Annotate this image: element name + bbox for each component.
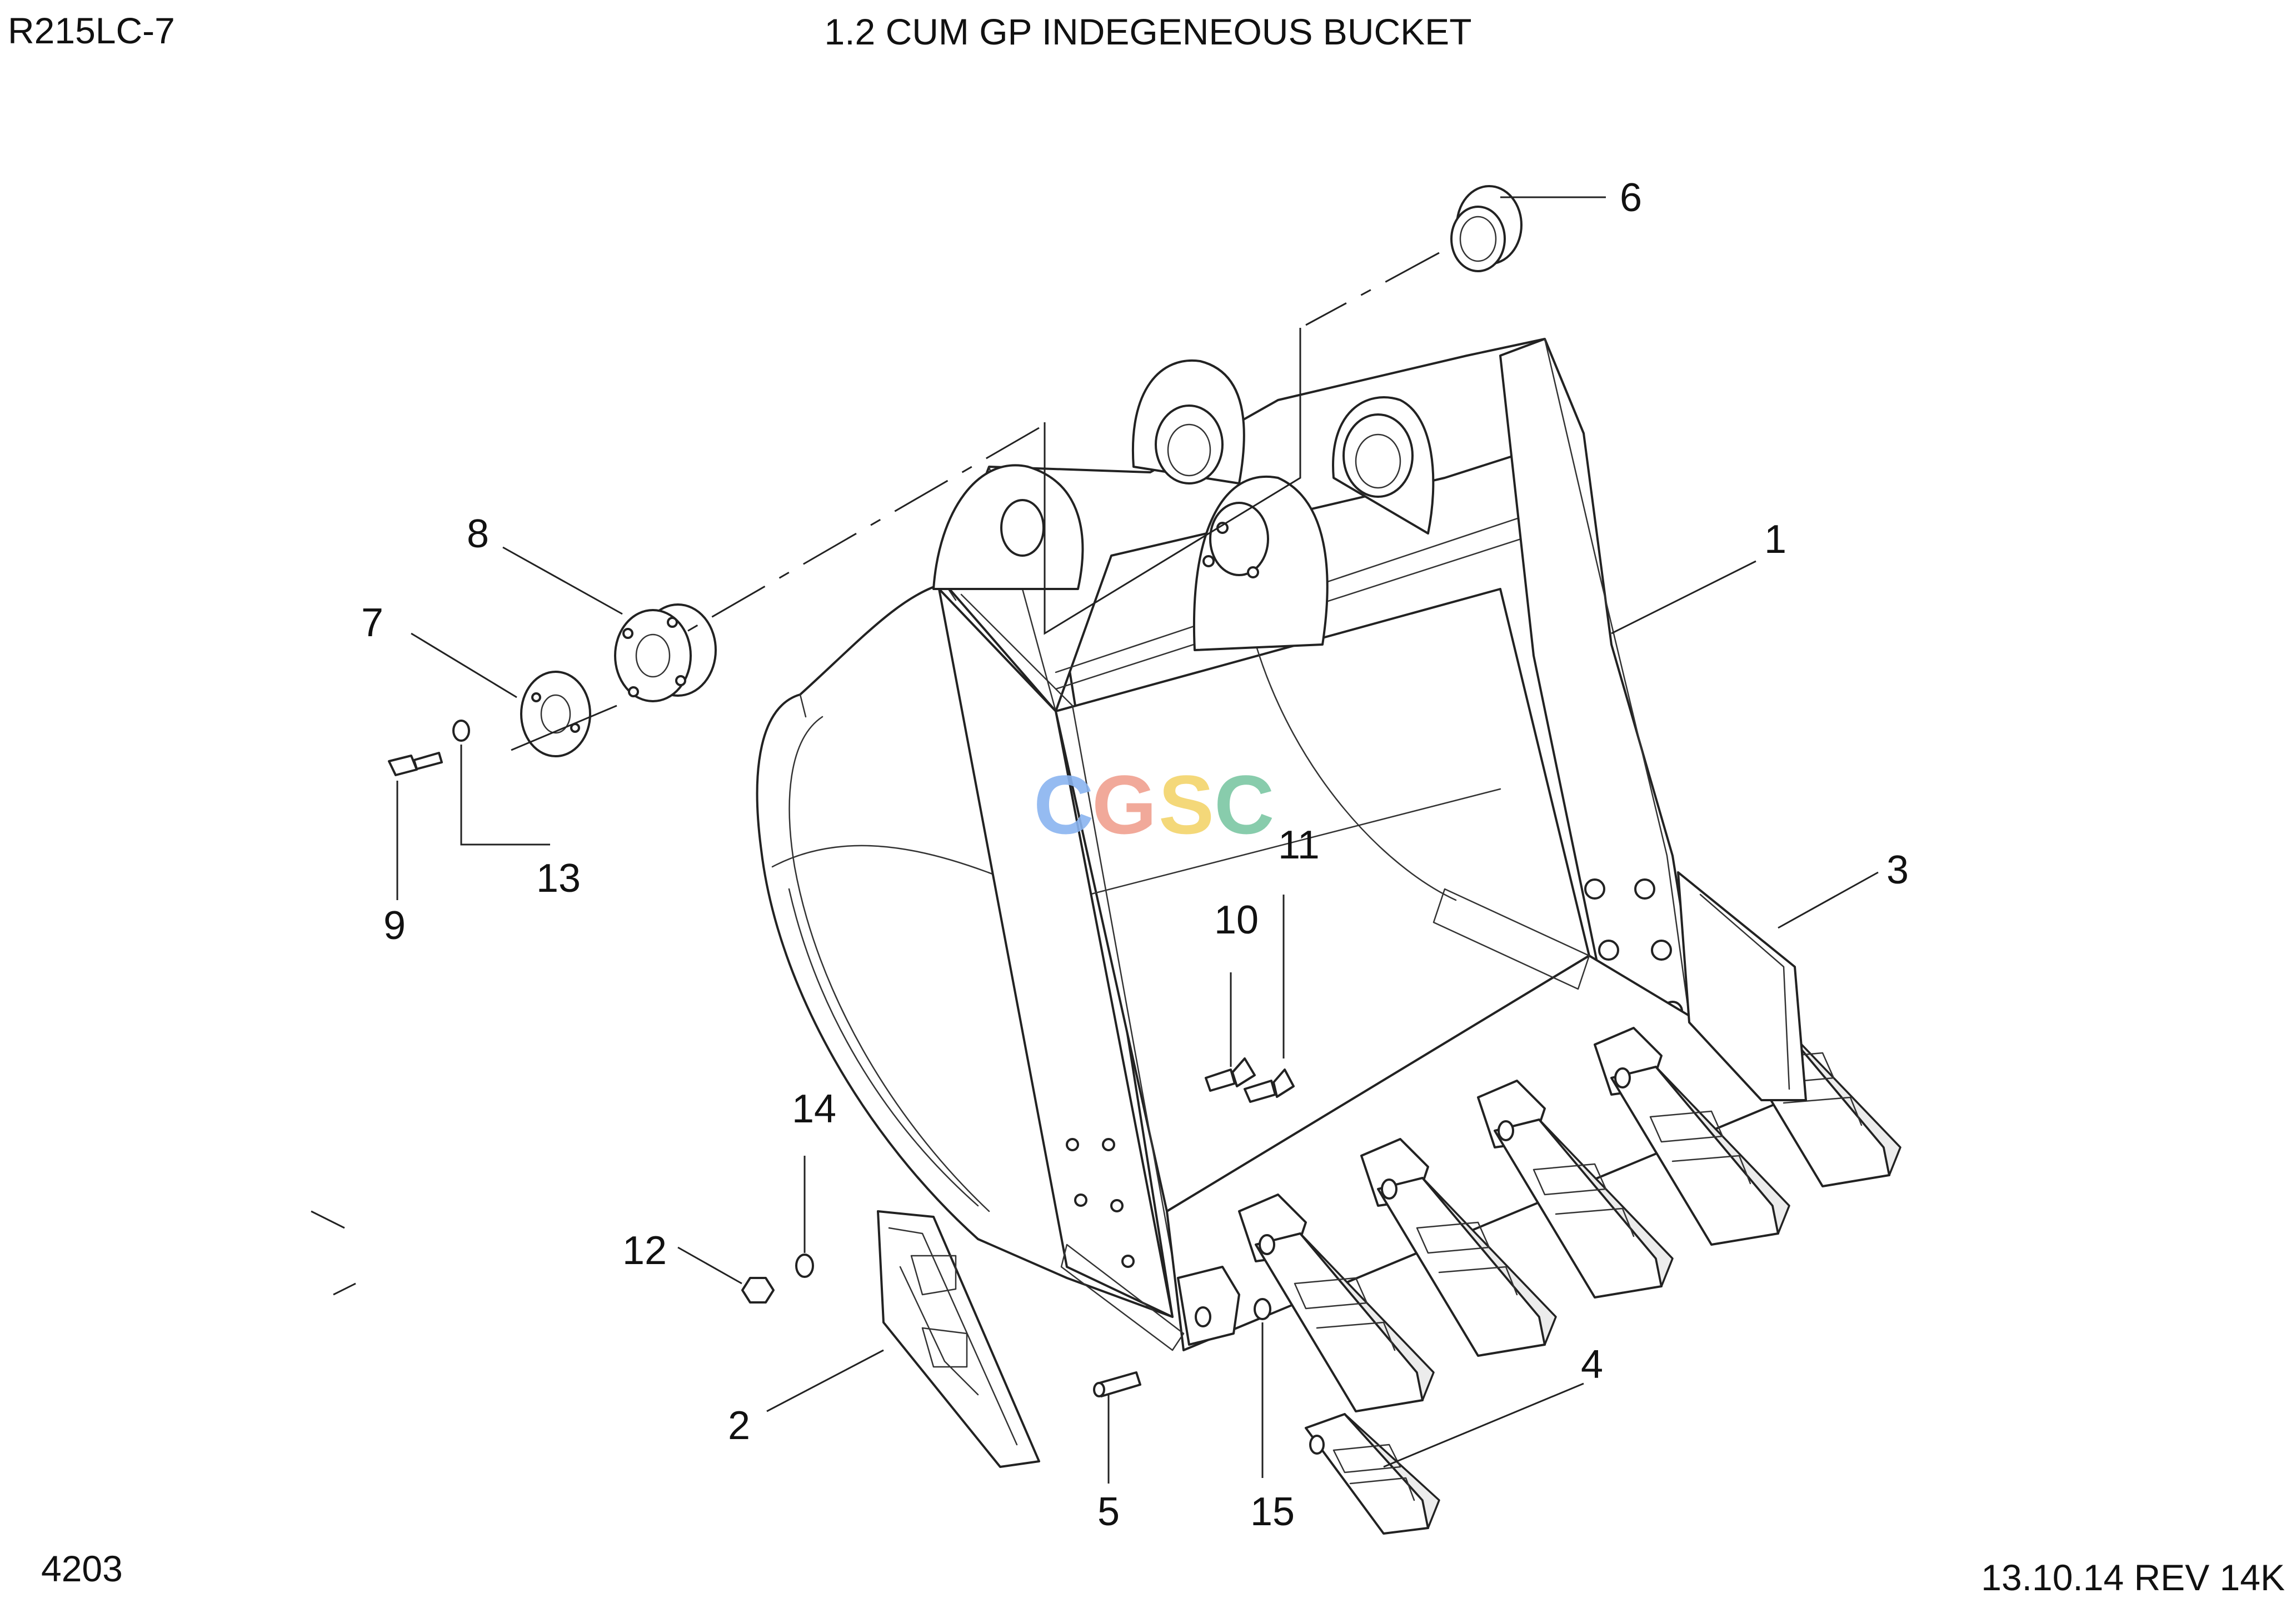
leader-lines [396, 196, 1879, 1484]
tooth-edge-1 [1299, 1232, 1435, 1401]
loose-tooth-part [1305, 1413, 1440, 1535]
callout-1: 1 [1764, 517, 1786, 562]
washer-small-part [795, 1254, 814, 1278]
bolt-small-part [388, 752, 443, 776]
nut-part [741, 1277, 775, 1304]
callout-3: 3 [1886, 848, 1909, 892]
tooth-window-1 [1294, 1277, 1368, 1310]
callout-8: 8 [467, 512, 489, 556]
tooth-edge-2 [1421, 1177, 1557, 1346]
washer-part [520, 671, 591, 757]
side-cutter-right [1677, 871, 1807, 1101]
centerline-bushing [1305, 252, 1440, 326]
tooth-window-4 [1649, 1110, 1724, 1143]
pin-part [1093, 1371, 1141, 1397]
centerline-bend [1044, 328, 1301, 635]
callout-14: 14 [792, 1087, 836, 1131]
retainer-part [1254, 1298, 1271, 1320]
lock-washer-part [452, 720, 470, 742]
callout-15: 15 [1250, 1490, 1295, 1534]
tooth-window-3 [1533, 1163, 1607, 1196]
callout-6: 6 [1620, 176, 1642, 220]
flange-part [614, 603, 717, 702]
tooth-rib-2 [1438, 1266, 1518, 1296]
callout-12: 12 [622, 1229, 667, 1273]
tooth-pin-hole-4 [1614, 1067, 1631, 1088]
boss-ear-left [932, 464, 1084, 590]
boss-ear-top [1131, 359, 1245, 485]
sheet-number: 4203 [41, 1548, 123, 1589]
tooth-rib-1 [1316, 1321, 1396, 1351]
boss-ear-right-inner [1192, 475, 1329, 651]
callout-7: 7 [361, 601, 383, 645]
tooth-window-2 [1416, 1221, 1490, 1254]
callout-labels: 1 2 3 4 5 6 7 8 9 10 11 12 13 14 15 [361, 176, 1909, 1534]
bushing-part [1450, 185, 1523, 272]
model-number: R215LC-7 [8, 10, 175, 51]
watermark-letter-s: S [1159, 758, 1214, 851]
cgsc-watermark: C G S C [1034, 758, 1274, 851]
watermark-letter-c1: C [1034, 758, 1094, 851]
revision-date: 13.10.14 REV 14K [1981, 1557, 2285, 1598]
callout-2: 2 [728, 1404, 750, 1448]
callout-11: 11 [1278, 823, 1320, 867]
tooth-pin-hole-2 [1381, 1178, 1397, 1200]
callout-13: 13 [536, 856, 581, 901]
centerline-stub [311, 1210, 356, 1296]
watermark-letter-c2: C [1214, 758, 1274, 851]
tooth-rib-3 [1555, 1207, 1635, 1237]
watermark-letter-g: G [1092, 758, 1157, 851]
tooth-edge-5 [1766, 1007, 1901, 1176]
callout-4: 4 [1581, 1342, 1603, 1387]
bolt-pair-part [1205, 1057, 1295, 1103]
callout-9: 9 [383, 903, 406, 948]
tooth-edge-4 [1655, 1066, 1790, 1235]
callout-10: 10 [1214, 898, 1259, 942]
side-cutter-left [877, 1210, 1040, 1468]
diagram-title: 1.2 CUM GP INDEGENEOUS BUCKET [824, 11, 1472, 52]
tooth-pin-hole-3 [1498, 1120, 1514, 1141]
centerline-flange [683, 427, 1040, 635]
corner-adapter [1177, 1266, 1240, 1346]
corner-adapter-pin-hole [1195, 1306, 1211, 1327]
tooth-rib-4 [1671, 1155, 1751, 1185]
tooth-edge-3 [1538, 1118, 1674, 1287]
tooth-pin-hole-1 [1259, 1234, 1275, 1255]
callout-5: 5 [1097, 1490, 1120, 1534]
boss-ear-right [1332, 396, 1435, 535]
centerline-washer [511, 705, 617, 751]
